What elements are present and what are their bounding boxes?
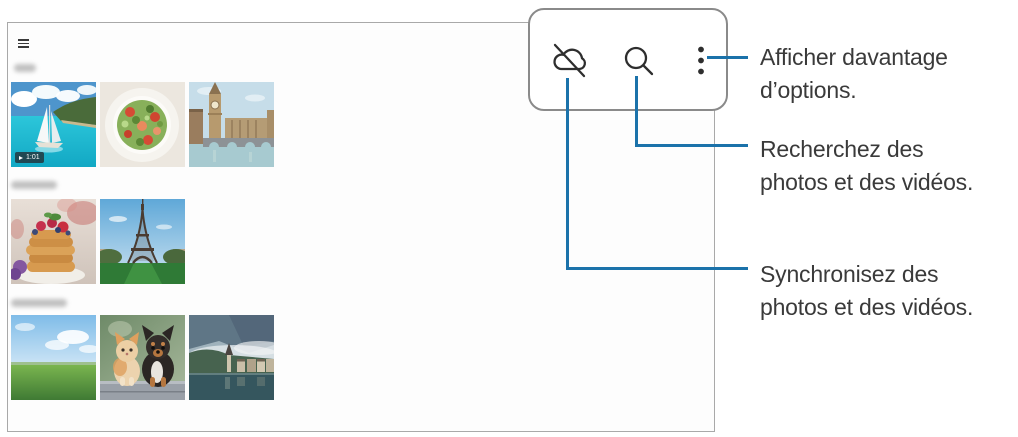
cloud-sync-off-icon[interactable] <box>548 41 590 84</box>
connector-search-horizontal <box>635 144 748 147</box>
thumbnail-meadow[interactable] <box>11 315 96 400</box>
connector-more-options <box>707 56 748 59</box>
annotation-line: photos et des vidéos. <box>760 169 974 195</box>
thumbnail-row <box>11 199 185 284</box>
video-duration-badge: 1:01 <box>15 152 44 163</box>
search-icon[interactable] <box>622 44 655 82</box>
thumbnail-eiffel-tower[interactable] <box>100 199 185 284</box>
thumbnail-pancakes[interactable] <box>11 199 96 284</box>
thumbnail-big-ben[interactable] <box>189 82 274 167</box>
thumbnail-sailboat-video[interactable]: 1:01 <box>11 82 96 167</box>
blurred-section-label <box>14 64 36 72</box>
more-options-icon[interactable] <box>694 45 708 81</box>
thumbnail-kitten-and-puppy[interactable] <box>100 315 185 400</box>
connector-sync-vertical <box>566 78 569 270</box>
annotation-sync: Synchronisez des photos et des vidéos. <box>760 258 1016 324</box>
thumbnail-row: 1:01 <box>11 82 274 167</box>
annotation-search: Recherchez des photos et des vidéos. <box>760 133 1016 199</box>
video-duration: 1:01 <box>26 154 40 161</box>
blurred-section-label <box>11 181 57 189</box>
annotation-more-options: Afficher davantage d’options. <box>760 41 1016 107</box>
annotation-line: Synchronisez des <box>760 261 939 287</box>
annotation-line: d’options. <box>760 77 857 103</box>
hamburger-menu-icon[interactable] <box>18 39 29 48</box>
play-icon <box>19 155 23 160</box>
blurred-section-label <box>11 299 67 307</box>
connector-search-vertical <box>635 76 638 147</box>
thumbnail-lakeside-village[interactable] <box>189 315 274 400</box>
thumbnail-salad[interactable] <box>100 82 185 167</box>
toolbar-callout <box>528 8 728 111</box>
annotation-line: Afficher davantage <box>760 44 948 70</box>
connector-sync-horizontal <box>566 267 748 270</box>
thumbnail-row <box>11 315 274 400</box>
annotation-line: Recherchez des <box>760 136 924 162</box>
annotation-line: photos et des vidéos. <box>760 294 974 320</box>
